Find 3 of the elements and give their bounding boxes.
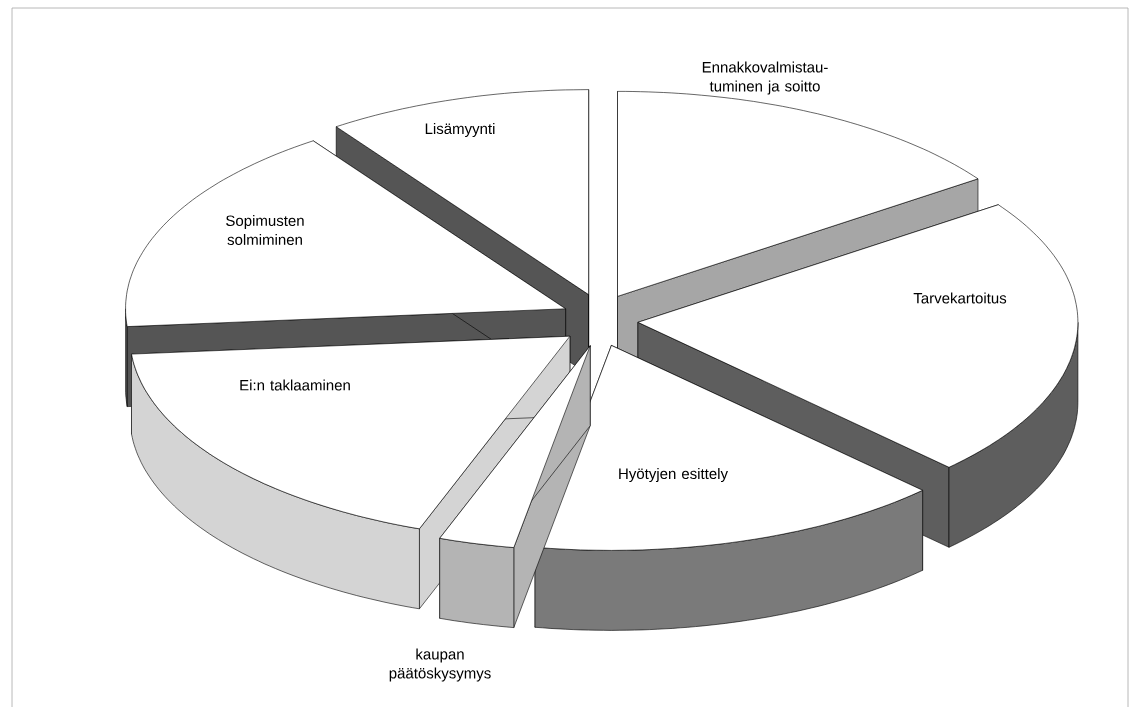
node-label: kaupan päätöskysymys bbox=[389, 648, 491, 682]
node-label: Ennakkovalmistau- bbox=[702, 61, 828, 73]
pie-slice: Hyötyjen esittely bbox=[534, 345, 923, 631]
